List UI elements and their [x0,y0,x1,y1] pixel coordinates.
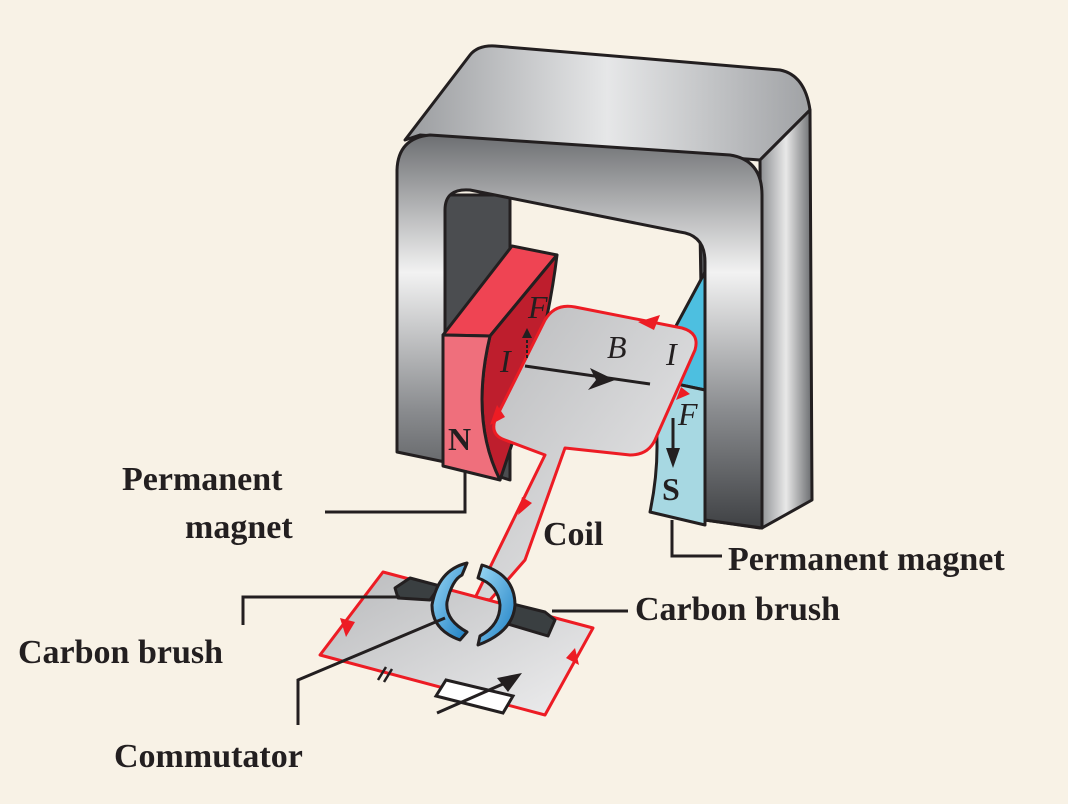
current-label-left: I [499,343,512,379]
current-arrow [340,618,355,637]
force-label-left: F [527,289,548,325]
current-arrow [566,648,579,665]
yoke-right-side-face [758,108,814,530]
label-coil: Coil [543,516,603,553]
current-arrow [490,405,505,425]
label-permanent-magnet-left-line1: Permanent [122,461,283,498]
label-permanent-magnet-left-line2: magnet [185,509,293,546]
variable-resistor-arrow [436,678,513,715]
yoke-front-face [395,133,764,530]
leader-line-permanent-magnet-left [325,470,467,514]
current-label-right: I [665,336,678,372]
commutator-half-right [476,563,517,647]
battery-symbol [376,666,388,681]
label-commutator: Commutator [114,738,303,775]
current-arrow [676,387,690,400]
force-arrowhead-left [522,328,532,338]
current-arrow [638,315,660,330]
leader-line-permanent-magnet-right [670,520,722,558]
label-carbon-brush-left: Carbon brush [18,634,223,671]
force-label-right: F [677,396,698,432]
field-arrow-b [588,368,615,390]
label-permanent-magnet-right: Permanent magnet [728,541,1005,578]
north-pole-front [441,333,502,482]
current-arrow [518,497,532,515]
force-arrowhead-right [666,448,680,468]
field-line-b [524,364,651,386]
variable-resistor-arrowhead [497,673,522,692]
north-pole-label: N [448,421,471,457]
label-carbon-brush-right: Carbon brush [635,591,840,628]
field-label: B [607,329,627,365]
battery-symbol [382,668,394,683]
leader-line-carbon-brush-left [241,595,400,625]
leader-line-commutator [296,616,446,725]
south-pole-label: S [662,471,680,507]
north-pole-magnet [441,244,559,482]
